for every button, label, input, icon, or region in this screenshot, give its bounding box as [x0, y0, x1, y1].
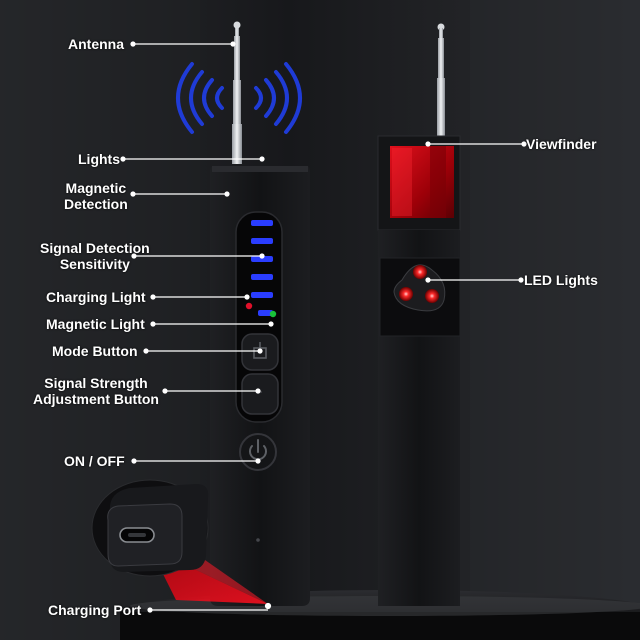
- label-viewfinder: Viewfinder: [526, 136, 597, 152]
- right-antenna: [437, 23, 445, 136]
- label-on-off: ON / OFF: [64, 453, 125, 469]
- callout-lines: [120, 41, 527, 613]
- charging-led-icon: [245, 302, 253, 310]
- label-charging-port: Charging Port: [48, 602, 142, 618]
- led-lights-cluster: [393, 264, 446, 312]
- signal-strength-bars: [251, 220, 273, 316]
- label-magnetic-detection: Magnetic Detection: [64, 180, 128, 212]
- led-light-icon: [399, 287, 413, 301]
- label-signal-strength-adjustment-button: Signal Strength Adjustment Button: [33, 375, 159, 407]
- label-antenna: Antenna: [68, 36, 124, 52]
- right-device-body: [377, 135, 461, 606]
- magnetic-led-icon: [269, 310, 277, 318]
- usb-c-port-icon: [119, 527, 155, 543]
- left-antenna: [232, 21, 242, 164]
- signal-waves-icon: [176, 62, 302, 134]
- label-magnetic-light: Magnetic Light: [46, 316, 145, 332]
- on-off-button[interactable]: [239, 433, 277, 471]
- mode-icon: [253, 342, 267, 359]
- viewfinder: [390, 146, 454, 218]
- charging-port-callout: [91, 479, 268, 604]
- label-mode-button: Mode Button: [52, 343, 138, 359]
- left-device-body: [210, 166, 310, 606]
- signal-strength-adjustment-button[interactable]: [241, 373, 279, 415]
- label-signal-detection-sensitivity: Signal Detection Sensitivity: [40, 240, 150, 272]
- label-led-lights: LED Lights: [524, 272, 598, 288]
- label-lights: Lights: [78, 151, 120, 167]
- led-light-icon: [413, 265, 427, 279]
- led-light-icon: [425, 289, 439, 303]
- label-charging-light: Charging Light: [46, 289, 146, 305]
